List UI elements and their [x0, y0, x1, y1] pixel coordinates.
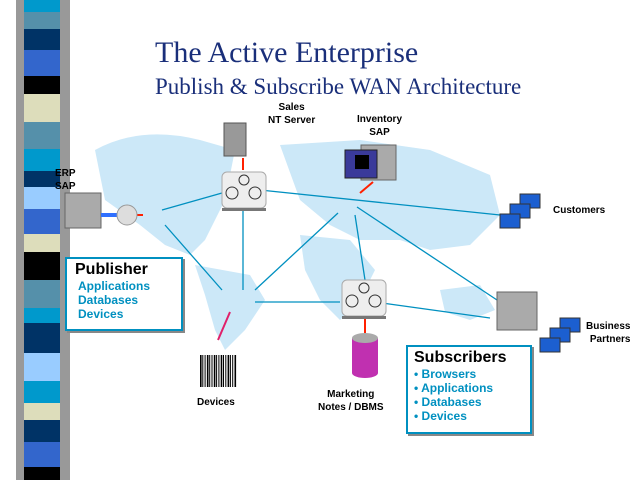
label-erp: ERP SAP	[55, 168, 76, 192]
stripe-segment	[24, 0, 60, 12]
stripe-segment	[24, 234, 60, 252]
subscribers-title: Subscribers	[414, 349, 507, 366]
barcode-bar	[204, 355, 206, 387]
decorative-stripe	[16, 0, 70, 480]
barcode-bar	[227, 355, 230, 387]
barcode-bar	[200, 355, 202, 387]
barcode-bar	[211, 355, 213, 387]
stripe-segment	[24, 353, 60, 381]
server-erp-icon	[64, 192, 138, 229]
hub-sales	[221, 171, 267, 211]
barcode-bar	[225, 355, 227, 387]
barcode-bar	[220, 355, 223, 387]
stripe-segment	[24, 122, 60, 149]
barcode-bar	[213, 355, 216, 387]
database-icon	[352, 333, 378, 378]
server-sales-icon	[223, 122, 247, 157]
world-map	[95, 134, 500, 350]
subscriber-item: • Devices	[414, 409, 467, 423]
stripe-segment	[24, 29, 60, 50]
stripe-segment	[24, 308, 60, 323]
subscribers-box: Subscribers • Browsers • Applications • …	[406, 345, 532, 434]
barcode-bar	[232, 355, 234, 387]
stripe-segment	[24, 252, 60, 280]
slide-subtitle: Publish & Subscribe WAN Architecture	[155, 74, 522, 99]
server-business-icon	[496, 291, 538, 331]
label-marketing: Marketing Notes / DBMS	[318, 389, 384, 413]
label-customers: Customers	[553, 205, 606, 216]
red-links	[137, 158, 374, 333]
publisher-title: Publisher	[75, 261, 148, 278]
stripe-segment	[24, 420, 60, 442]
stripe-segment	[24, 149, 60, 171]
barcode-bar	[216, 355, 218, 387]
barcode-bar	[209, 355, 211, 387]
wan-links	[161, 189, 501, 319]
barcode-bar	[218, 355, 220, 387]
barcode-bar	[202, 355, 204, 387]
publisher-item: Databases	[78, 293, 139, 307]
subscriber-item: • Browsers	[414, 367, 477, 381]
stripe-segment	[24, 403, 60, 420]
stripe-segment	[24, 467, 60, 480]
label-devices: Devices	[197, 397, 235, 408]
publisher-box: Publisher Applications Databases Devices	[65, 257, 183, 331]
barcode-bar	[229, 355, 231, 387]
hub-marketing	[341, 279, 387, 319]
stripe-segment	[24, 209, 60, 234]
label-business-partners: Business Partners	[586, 321, 631, 345]
subscriber-item: • Applications	[414, 381, 494, 395]
customers-computers-icon	[499, 193, 541, 229]
stripe-segment	[24, 280, 60, 308]
label-inventory: Inventory SAP	[357, 114, 403, 138]
stripe-segment	[24, 442, 60, 467]
stripe-segment	[24, 381, 60, 403]
barcode-bar	[234, 355, 237, 387]
stripe-segment	[24, 323, 60, 353]
barcode-bar	[206, 355, 209, 387]
barcode-icon	[200, 355, 237, 387]
publisher-item: Devices	[78, 307, 124, 321]
barcode-bar	[223, 355, 224, 387]
label-sales: Sales NT Server	[268, 102, 316, 126]
stripe-segment	[24, 12, 60, 29]
business-computers-icon	[539, 317, 581, 353]
stripe-segment	[24, 187, 60, 209]
server-inventory-icon	[344, 144, 397, 181]
stripe-segment	[24, 50, 60, 76]
stripe-segment	[24, 76, 60, 94]
stripe-segment	[24, 94, 60, 122]
subscriber-item: • Databases	[414, 395, 482, 409]
device-link	[217, 311, 231, 341]
publisher-item: Applications	[78, 279, 151, 293]
stripe-segment	[24, 171, 60, 187]
slide-title: The Active Enterprise	[155, 36, 419, 69]
